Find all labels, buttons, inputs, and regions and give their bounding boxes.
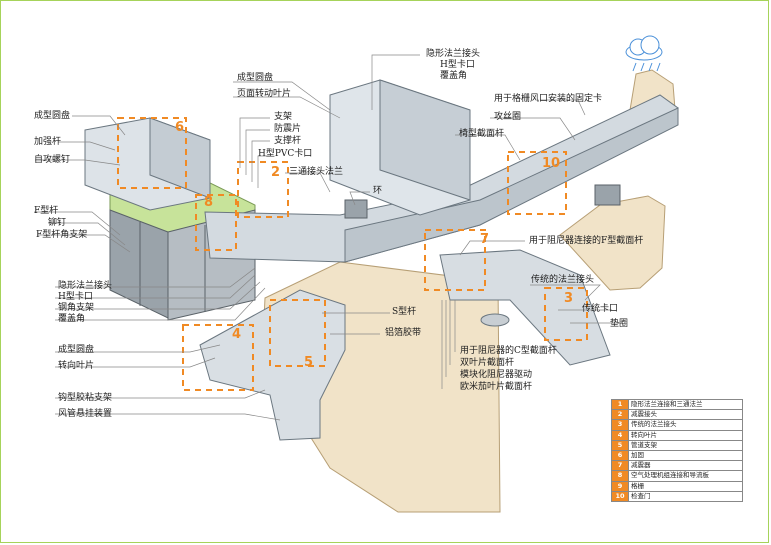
grille-box <box>344 199 368 219</box>
label-steel-corner: 钢角支架 <box>58 303 95 313</box>
legend-text: 格栅 <box>628 480 743 492</box>
label-support-rod: 支撑杆 <box>274 136 302 146</box>
label-h-clip-top: H型卡口 <box>440 60 475 70</box>
legend-number: 6 <box>611 450 629 462</box>
legend-text: 隐形法兰连接和三通法兰 <box>628 398 743 411</box>
inspection-box <box>594 184 621 206</box>
label-damper-f-rod: 用于阻尼器连接的F型截面杆 <box>529 236 644 246</box>
label-self-tapping-screw: 自攻螺钉 <box>34 155 71 165</box>
legend-text: 减震器 <box>628 460 743 472</box>
label-damper-c-rod: 用于阻尼器的C型截面杆 <box>460 346 557 356</box>
label-s-rod: S型杆 <box>392 307 417 317</box>
label-hidden-flange-top: 隐形法兰接头 <box>426 49 481 59</box>
label-turning-vane: 转向叶片 <box>58 361 95 371</box>
label-anti-vibration: 防震片 <box>274 124 302 134</box>
diffuser-round <box>480 313 510 327</box>
callout-number-3: 3 <box>564 291 574 306</box>
legend-number: 4 <box>611 429 629 441</box>
label-f-rod-corner: F型杆角支架 <box>36 230 88 240</box>
label-grille-clip: 用于格栅风口安装的固定卡 <box>494 94 603 104</box>
highlight-4 <box>182 324 254 391</box>
callout-number-2: 2 <box>271 165 281 180</box>
label-h-pvc-clip: H型PVC卡口 <box>258 149 313 159</box>
legend-text: 减震接头 <box>628 409 743 421</box>
cloud-icon <box>625 35 663 72</box>
callout-number-5: 5 <box>304 355 314 370</box>
highlight-10 <box>507 151 567 215</box>
label-rivet: 铆钉 <box>48 218 67 228</box>
legend-text: 空气处理机组连接和导流板 <box>628 470 743 482</box>
callout-number-7: 7 <box>480 232 490 247</box>
label-modular-damper: 模块化阻尼器驱动 <box>460 370 533 380</box>
label-formed-disc-low: 成型圆盘 <box>58 345 95 355</box>
label-double-vane: 双叶片截面杆 <box>460 358 515 368</box>
callout-number-4: 4 <box>232 327 242 342</box>
highlight-7 <box>424 229 486 291</box>
label-cover-corner-top: 覆盖角 <box>440 71 468 81</box>
label-traditional-flange: 传统的法兰接头 <box>531 275 595 285</box>
callout-number-8: 8 <box>204 195 214 210</box>
label-cover-corner-left: 覆盖角 <box>58 314 86 324</box>
legend-text: 检查门 <box>628 490 743 503</box>
highlight-6 <box>117 117 187 189</box>
label-traditional-clip: 传统卡口 <box>582 304 619 314</box>
label-formed-disc-top: 成型圆盘 <box>237 73 274 83</box>
legend-number: 9 <box>611 480 629 492</box>
legend-number: 3 <box>611 419 629 431</box>
label-hidden-flange-left: 隐形法兰接头 <box>58 281 113 291</box>
label-foil-tape: 铝箔胶带 <box>385 328 422 338</box>
highlight-8 <box>195 194 237 251</box>
legend-text: 管道支架 <box>628 439 743 452</box>
legend-number: 7 <box>611 460 629 472</box>
label-bracket: 支架 <box>274 112 293 122</box>
label-omega-vane: 欧米茄叶片截面杆 <box>460 382 533 392</box>
legend-number: 5 <box>611 439 629 452</box>
label-reinforce-rod: 加强杆 <box>34 137 62 147</box>
legend-number: 8 <box>611 470 629 482</box>
label-rotating-vane: 页面转动叶片 <box>237 89 292 99</box>
legend-text: 转向叶片 <box>628 429 743 441</box>
duct-right-down <box>439 249 611 366</box>
label-tapping-ring: 攻丝圈 <box>494 112 522 122</box>
legend-number: 2 <box>611 409 629 421</box>
label-hook-bracket: 钩型胶粘支架 <box>58 393 113 403</box>
label-duct-hanger: 风管悬挂装置 <box>58 409 113 419</box>
callout-number-6: 6 <box>175 120 185 135</box>
legend-text: 加固 <box>628 450 743 462</box>
highlight-5 <box>269 299 326 367</box>
highlight-2 <box>237 161 289 218</box>
label-chair-section: 椅型截面杆 <box>459 129 505 139</box>
label-tee-flange: 三通接头法兰 <box>289 167 344 177</box>
callout-number-10: 10 <box>542 156 561 171</box>
highlight-3 <box>544 287 588 341</box>
legend-text: 传统的法兰接头 <box>628 419 743 431</box>
label-f-rod: F型杆 <box>34 206 59 216</box>
label-h-clip-left: H型卡口 <box>58 292 93 302</box>
air-handling-unit <box>109 177 256 321</box>
label-ring: 环 <box>373 186 383 196</box>
duct-lower-left <box>199 289 346 441</box>
label-washer: 垫圈 <box>610 319 629 329</box>
legend-number: 1 <box>611 398 629 411</box>
legend-number: 10 <box>611 490 629 503</box>
label-formed-disc-left: 成型圆盘 <box>34 111 71 121</box>
